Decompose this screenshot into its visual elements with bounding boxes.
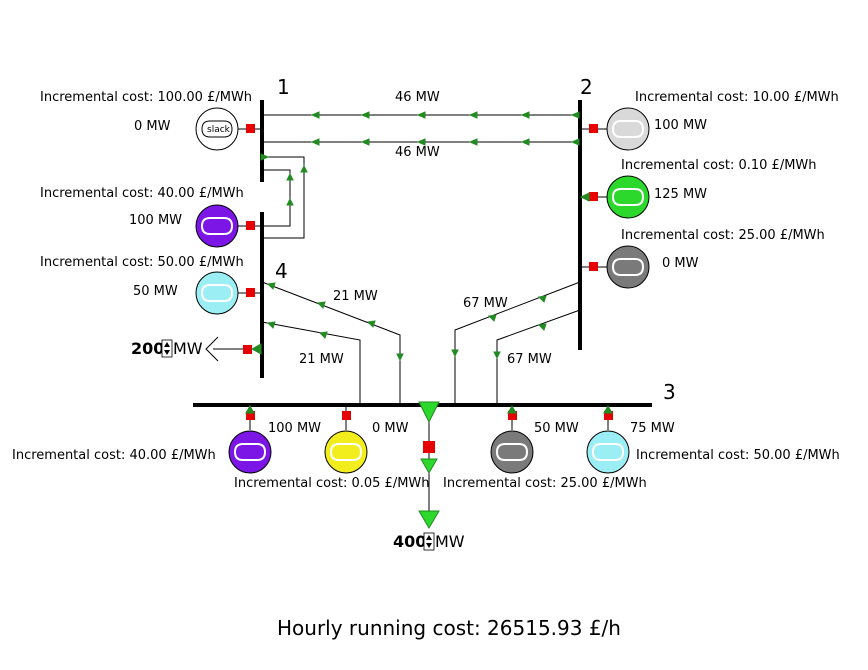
g2c-cost-label: Incremental cost: 25.00 £/MWh	[621, 228, 825, 243]
load3-breaker[interactable]	[423, 441, 435, 453]
load4-unit: MW	[173, 339, 203, 358]
line-4-3-b[interactable]	[261, 321, 361, 405]
line-4-3-a[interactable]	[261, 281, 404, 405]
flow-1-2-b-label: 46 MW	[395, 145, 440, 160]
line-2-3-a[interactable]	[451, 281, 581, 405]
g3d-breaker[interactable]	[604, 411, 613, 420]
g2b-breaker[interactable]	[589, 192, 598, 201]
g3b-generator-icon[interactable]	[324, 430, 368, 474]
g2a-cost-label: Incremental cost: 10.00 £/MWh	[635, 90, 839, 105]
flow-2-3-b-label: 67 MW	[507, 352, 552, 367]
g2a-breaker[interactable]	[589, 124, 598, 133]
g3d-output-label: 75 MW	[630, 421, 675, 436]
flow-2-3-a-label: 67 MW	[463, 296, 508, 311]
g2a-generator-icon[interactable]	[606, 107, 650, 151]
g3c-generator-icon[interactable]	[490, 430, 534, 474]
g3a-generator-icon[interactable]	[228, 430, 272, 474]
load3-arrow-mid-icon	[420, 458, 438, 475]
flow-1-2-a-label: 46 MW	[395, 90, 440, 105]
line-1-4-a[interactable]	[260, 153, 308, 239]
load4-spinner[interactable]	[161, 339, 173, 358]
g3b-breaker[interactable]	[342, 411, 351, 420]
g4b-output-label: 50 MW	[133, 284, 178, 299]
g3b-output-label: 0 MW	[372, 421, 409, 436]
bus-1-label: 1	[277, 75, 290, 99]
g3c-cost-label: Incremental cost: 25.00 £/MWh	[443, 476, 647, 491]
g3c-breaker[interactable]	[508, 411, 517, 420]
load4-value[interactable]: 200	[131, 339, 164, 358]
load4-breaker[interactable]	[243, 345, 252, 354]
line-1-2-b[interactable]	[262, 138, 580, 146]
g1-cost-label: Incremental cost: 100.00 £/MWh	[40, 90, 252, 105]
g3a-cost-label: Incremental cost: 40.00 £/MWh	[12, 448, 216, 463]
g1-breaker[interactable]	[246, 124, 255, 133]
line-1-2-a[interactable]	[262, 111, 580, 119]
load4-arrow-icon	[205, 336, 219, 362]
g2b-output-label: 125 MW	[654, 187, 707, 202]
slack-tag: slack	[207, 125, 231, 135]
g1-output-label: 0 MW	[134, 119, 171, 134]
flow-4-3-b-label: 21 MW	[299, 352, 344, 367]
g4b-generator-icon[interactable]	[195, 271, 239, 315]
g4b-breaker[interactable]	[246, 288, 255, 297]
bus-4-label: 4	[275, 259, 288, 283]
g2c-output-label: 0 MW	[662, 256, 699, 271]
load3-unit: MW	[435, 532, 465, 551]
g3a-output-label: 100 MW	[268, 421, 321, 436]
line-1-4-b[interactable]	[262, 169, 294, 227]
g4a-output-label: 100 MW	[129, 213, 182, 228]
g3d-cost-label: Incremental cost: 50.00 £/MWh	[636, 448, 840, 463]
load3-arrow-bottom-icon	[418, 510, 440, 529]
load3-value[interactable]: 400	[393, 532, 426, 551]
load3-spinner[interactable]	[423, 532, 435, 551]
g2b-generator-icon[interactable]	[606, 175, 650, 219]
flow-4-3-a-label: 21 MW	[333, 289, 378, 304]
g3b-cost-label: Incremental cost: 0.05 £/MWh	[234, 476, 430, 491]
g2a-output-label: 100 MW	[654, 118, 707, 133]
g2c-generator-icon[interactable]	[606, 245, 650, 289]
hourly-running-cost: Hourly running cost: 26515.93 £/h	[277, 616, 621, 640]
g4a-generator-icon[interactable]	[195, 204, 239, 248]
line-2-3-b[interactable]	[493, 309, 581, 405]
g3a-breaker[interactable]	[246, 411, 255, 420]
bus-2-label: 2	[580, 75, 593, 99]
g4a-cost-label: Incremental cost: 40.00 £/MWh	[40, 186, 244, 201]
g4b-cost-label: Incremental cost: 50.00 £/MWh	[40, 255, 244, 270]
g2b-cost-label: Incremental cost: 0.10 £/MWh	[621, 158, 817, 173]
g4a-breaker[interactable]	[246, 221, 255, 230]
g2c-breaker[interactable]	[589, 262, 598, 271]
g1-generator-icon[interactable]: slack	[195, 107, 239, 151]
g3d-generator-icon[interactable]	[586, 430, 630, 474]
bus-3-label: 3	[663, 380, 676, 404]
g3c-output-label: 50 MW	[534, 421, 579, 436]
load3-arrow-top-icon	[418, 401, 440, 424]
